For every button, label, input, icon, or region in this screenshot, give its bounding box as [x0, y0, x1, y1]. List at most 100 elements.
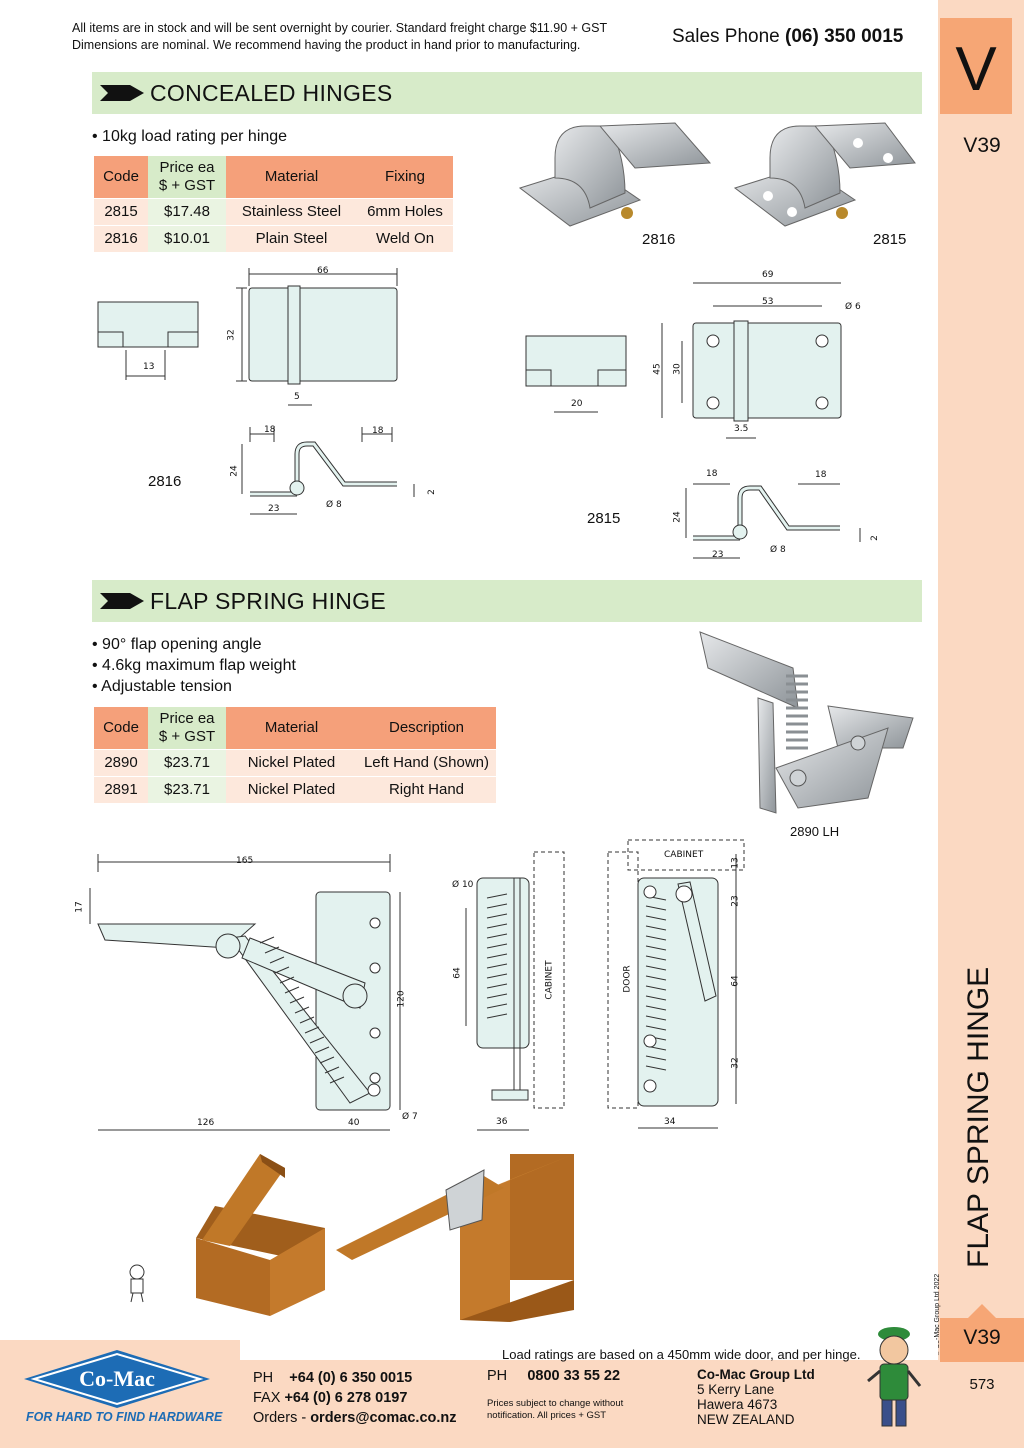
dim-holes: 53 — [762, 297, 774, 307]
tab-notch — [966, 1304, 998, 1320]
concealed-bullets: • 10kg load rating per hinge — [92, 126, 287, 147]
cell-price: $10.01 — [148, 224, 226, 252]
flap-drawing-front — [89, 854, 401, 1131]
dim-thickness: 2 — [426, 489, 437, 495]
sales-phone: Sales Phone (06) 350 0015 — [672, 26, 903, 48]
address-line: NEW ZEALAND — [697, 1412, 795, 1427]
cell-material: Nickel Plated — [226, 748, 357, 776]
col-material: Material — [226, 156, 357, 198]
code-tab-bottom — [940, 1318, 1024, 1362]
address-line: Hawera 4673 — [697, 1397, 778, 1412]
cell-description: Left Hand (Shown) — [357, 748, 496, 776]
table-row: 2815 $17.48 Stainless Steel 6mm Holes — [94, 197, 453, 225]
cell-price: $23.71 — [148, 748, 226, 776]
dim-height: 32 — [226, 329, 237, 341]
dim-depth: 34 — [664, 1117, 676, 1127]
section-title-flap: FLAP SPRING HINGE — [150, 588, 387, 614]
dim-2: 23 — [730, 895, 741, 907]
col-material: Material — [226, 707, 357, 749]
address-line: 5 Kerry Lane — [697, 1382, 775, 1397]
cell-material: Stainless Steel — [226, 197, 357, 225]
ph2-value: 0800 33 55 22 — [527, 1368, 621, 1384]
mascot-icon — [867, 1327, 922, 1427]
dim-width: 69 — [762, 270, 774, 280]
bullet-item: • 90° flap opening angle — [92, 636, 262, 653]
dim-flange-left: 18 — [706, 469, 718, 479]
col-code: Code — [94, 156, 148, 198]
arrow-icon — [100, 593, 144, 609]
comac-logo: Co-Mac — [24, 1350, 210, 1408]
cell-material: Nickel Plated — [226, 775, 357, 803]
col-description: Description — [357, 707, 496, 749]
dim-flange-right: 18 — [815, 470, 827, 480]
header-notice: All items are in stock and will be sent … — [72, 20, 607, 54]
flap-drawing-side — [465, 851, 565, 1131]
section-bar-concealed: CONCEALED HINGES — [92, 72, 922, 114]
fax-value: +64 (0) 6 278 0197 — [284, 1390, 408, 1406]
dim-width: 165 — [236, 856, 254, 866]
prices-note: Prices subject to change without notific… — [487, 1398, 624, 1421]
dim-hole: Ø 10 — [452, 880, 474, 890]
company-address: Co-Mac Group Ltd 5 Kerry Lane Hawera 467… — [697, 1367, 815, 1427]
section-title-concealed: CONCEALED HINGES — [150, 80, 393, 106]
label-cabinet: CABINET — [664, 850, 704, 860]
logo-text: Co-Mac — [79, 1366, 155, 1391]
table-header-row: Code Price ea$ + GST Material Descriptio… — [94, 707, 496, 749]
dim-1: 13 — [730, 857, 741, 869]
dim-flange-left: 18 — [264, 425, 276, 435]
cell-fixing: 6mm Holes — [357, 197, 453, 225]
dim-dia: Ø 8 — [770, 545, 786, 555]
sidebar — [938, 0, 1024, 1448]
table-row: 2816 $10.01 Plain Steel Weld On — [94, 224, 453, 252]
col-fixing: Fixing — [357, 156, 453, 198]
photo-label-2815: 2815 — [873, 231, 907, 248]
flap-drawing-back — [607, 839, 745, 1129]
dim-depth: 36 — [496, 1117, 508, 1127]
dim-top: 17 — [74, 901, 85, 913]
page-code-top: V39 — [963, 134, 1001, 157]
dim-base: 23 — [268, 504, 280, 514]
sidebar-title-text: FLAP SPRING HINGE — [962, 966, 995, 1268]
contact-freephone: PH 0800 33 55 22 — [487, 1368, 620, 1384]
ph2-label: PH — [487, 1368, 508, 1384]
notice-line-1: All items are in stock and will be sent … — [72, 21, 608, 35]
cell-code: 2890 — [94, 748, 148, 776]
orders-email[interactable]: orders@comac.co.nz — [310, 1410, 457, 1426]
dim-rise: 24 — [672, 511, 683, 523]
cell-code: 2891 — [94, 775, 148, 803]
bullet-item: • 4.6kg maximum flap weight — [92, 657, 296, 674]
footer-note-band — [240, 1340, 938, 1360]
flap-bullets: • 90° flap opening angle • 4.6kg maximum… — [92, 634, 296, 697]
drawing-label-2815: 2815 — [587, 510, 621, 527]
sidebar-title: FLAP SPRING HINGE — [956, 967, 1006, 1270]
dim-height: 120 — [396, 990, 407, 1008]
page-number: 573 — [969, 1376, 995, 1393]
dim-hole-dia: Ø 6 — [845, 302, 861, 312]
col-price: Price ea$ + GST — [148, 707, 226, 749]
ph-label: PH — [253, 1370, 274, 1386]
section-letter: V — [955, 35, 997, 104]
flap-spec-table: Code Price ea$ + GST Material Descriptio… — [94, 707, 496, 803]
arrow-icon — [100, 85, 144, 101]
dim-pin: 3.5 — [734, 424, 749, 434]
label-cabinet: CABINET — [544, 960, 555, 1000]
cell-price: $17.48 — [148, 197, 226, 225]
photo-label-2816: 2816 — [642, 231, 676, 248]
table-row: 2891 $23.71 Nickel Plated Right Hand — [94, 775, 496, 803]
table-row: 2890 $23.71 Nickel Plated Left Hand (Sho… — [94, 748, 496, 776]
sales-number: (06) 350 0015 — [785, 26, 904, 47]
flap-hinge-photo — [699, 631, 914, 814]
col-code: Code — [94, 707, 148, 749]
dim-4: 32 — [730, 1057, 741, 1069]
dim-rise: 24 — [229, 465, 240, 477]
orders-label: Orders - — [253, 1410, 307, 1426]
col-price: Price ea$ + GST — [148, 156, 226, 198]
bullet-item: • Adjustable tension — [92, 678, 232, 695]
dim-pin: 5 — [294, 392, 300, 402]
dim-bottom-right: 40 — [348, 1118, 360, 1128]
cell-material: Plain Steel — [226, 224, 357, 252]
box-illustration — [196, 1154, 325, 1316]
cell-description: Right Hand — [357, 775, 496, 803]
hinge-2815-photo — [733, 122, 916, 227]
cell-fixing: Weld On — [357, 224, 453, 252]
